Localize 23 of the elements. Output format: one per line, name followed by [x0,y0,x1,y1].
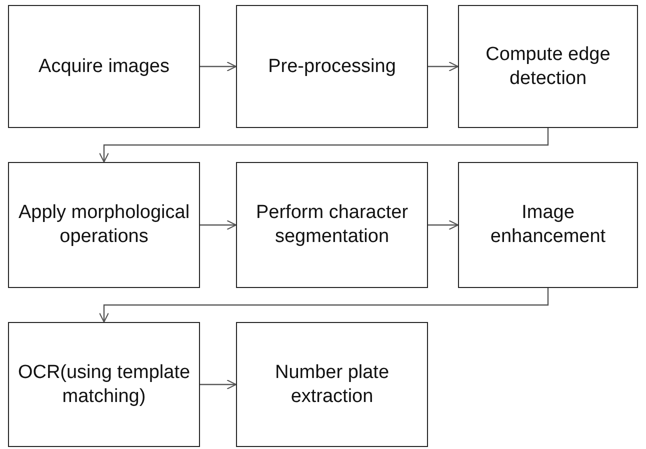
arrow [200,379,237,390]
arrow [428,61,459,72]
step-label: Compute edge detection [484,42,612,90]
process-box [236,322,428,447]
process-box [8,322,200,447]
arrow [200,61,237,72]
process-box [8,5,200,128]
process-box [236,162,428,288]
arrow [98,288,549,323]
process-box [236,5,428,128]
process-box [458,5,638,128]
step-label: Image enhancement [489,201,607,249]
arrow [428,220,459,230]
arrow [98,128,549,163]
step-label: Pre-processing [267,54,397,78]
step-label: Number plate extraction [274,360,390,408]
process-box [8,162,200,288]
step-label: Perform character segmentation [254,201,410,249]
step-label: Acquire images [38,54,170,78]
process-box [458,162,638,288]
step-label: OCR(using template matching) [16,360,192,408]
step-label: Apply morphological operations [17,201,191,249]
arrow [200,220,237,230]
